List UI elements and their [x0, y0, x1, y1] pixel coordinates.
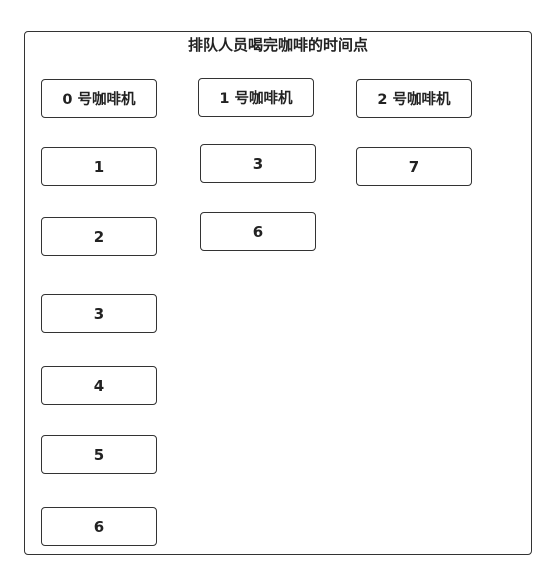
- machine-1-time-1: 3: [200, 144, 316, 183]
- diagram-frame: [24, 31, 532, 555]
- machine-0-time-2: 2: [41, 217, 157, 256]
- diagram-title: 排队人员喝完咖啡的时间点: [187, 36, 368, 54]
- machine-1-time-2: 6: [200, 212, 316, 251]
- machine-2-time-1: 7: [356, 147, 472, 186]
- machine-0-time-3: 3: [41, 294, 157, 333]
- machine-0-time-1: 1: [41, 147, 157, 186]
- machine-1-header: 1 号咖啡机: [198, 78, 314, 117]
- machine-0-time-5: 5: [41, 435, 157, 474]
- machine-2-header: 2 号咖啡机: [356, 79, 472, 118]
- machine-0-time-6: 6: [41, 507, 157, 546]
- machine-0-time-4: 4: [41, 366, 157, 405]
- machine-0-header: 0 号咖啡机: [41, 79, 157, 118]
